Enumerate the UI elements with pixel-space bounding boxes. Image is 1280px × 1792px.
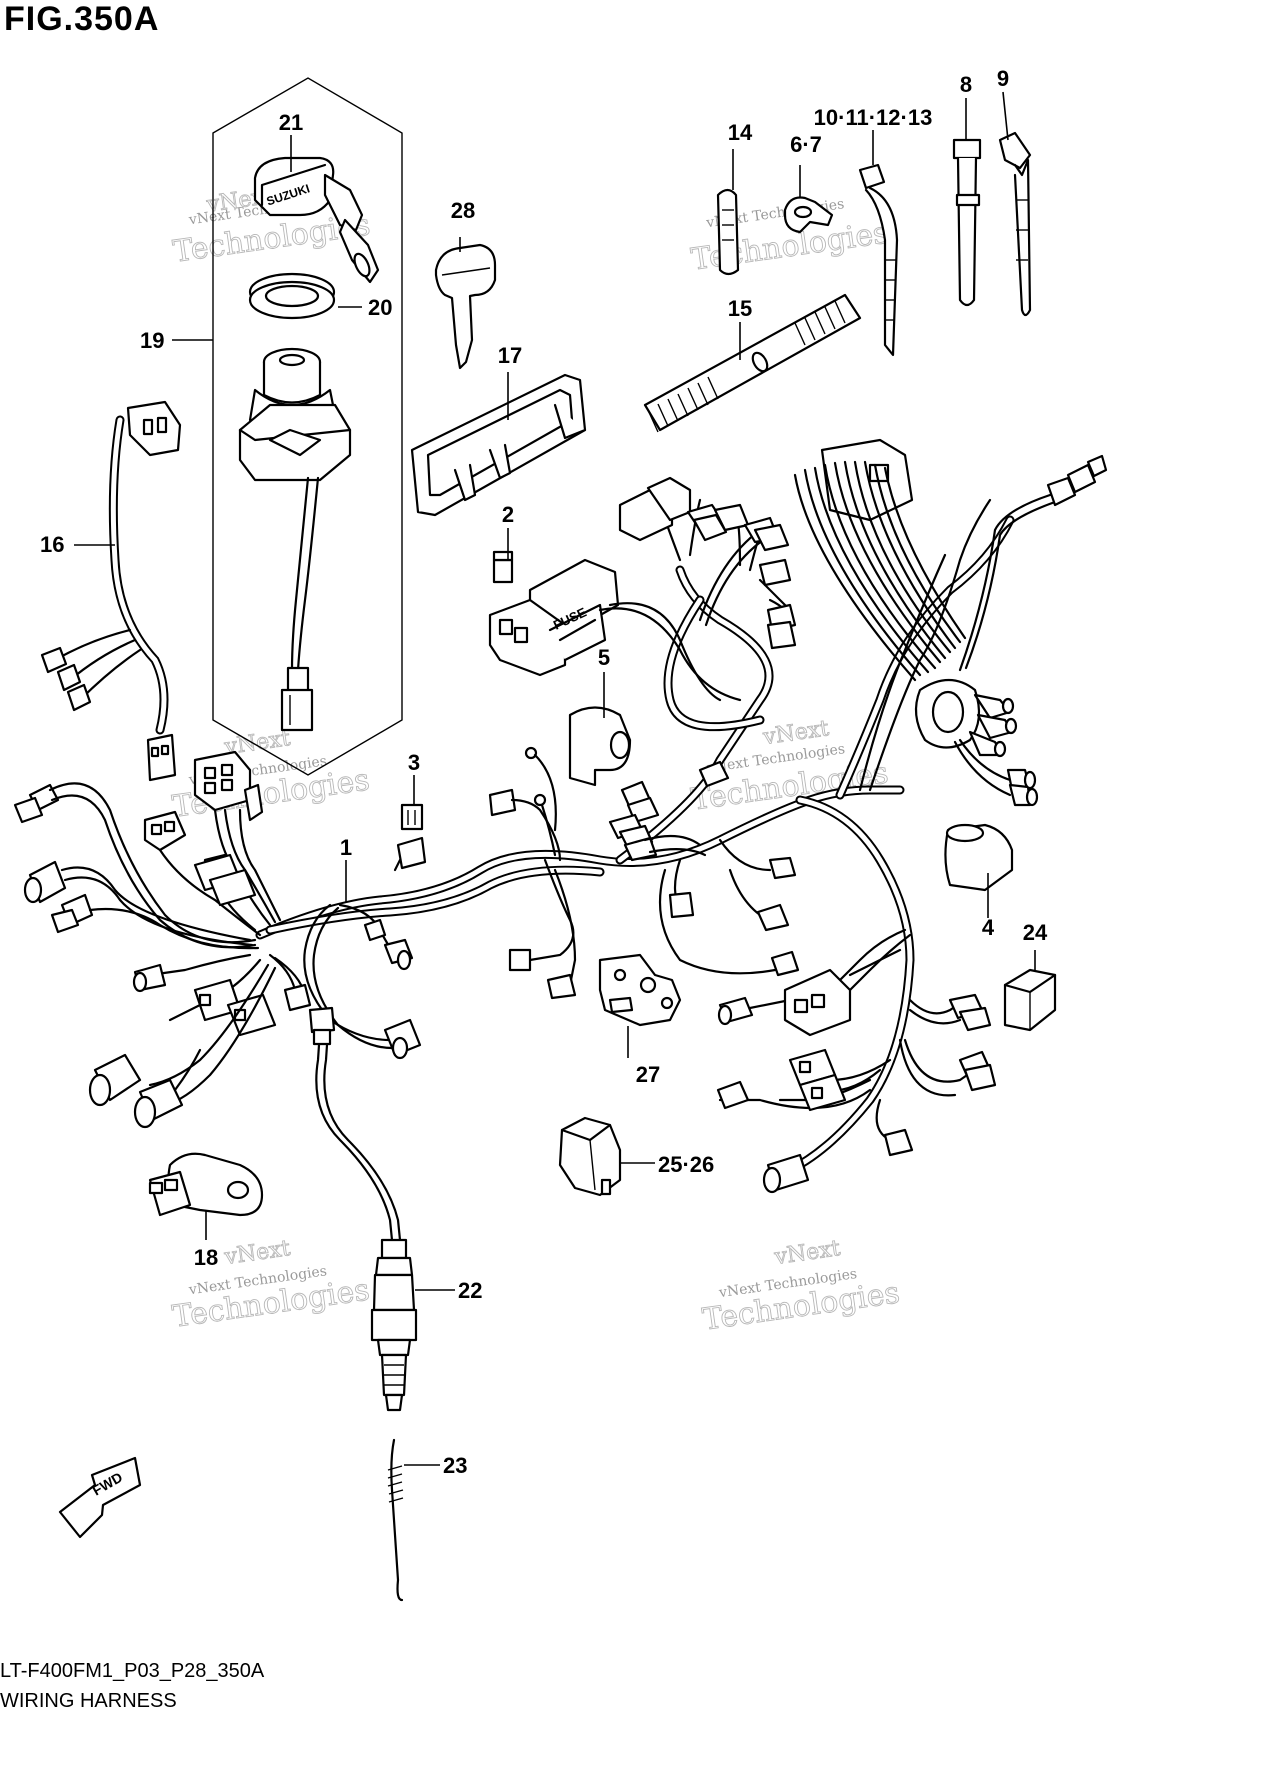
relay-25-26 [558, 1116, 622, 1197]
oxygen-sensor [370, 1238, 418, 1412]
forward-direction-arrow: FWD [58, 1456, 142, 1539]
callout-14: 14 [728, 120, 753, 145]
watermark-bottom-left: vNext Technologies Technologies vNext [170, 1236, 372, 1336]
callout-5: 5 [598, 645, 610, 670]
callout-25-26: 25·26 [658, 1152, 714, 1177]
cable-tie-9 [998, 131, 1032, 317]
main-wiring-harness [13, 438, 1108, 1242]
callout-10-13: 10·11·12·13 [814, 105, 933, 130]
harness-clamp-6-7 [783, 196, 834, 234]
callout-20: 20 [368, 295, 392, 320]
connector-cluster-top [618, 476, 797, 650]
rubber-boot-5 [568, 706, 632, 787]
callout-6-7: 6·7 [790, 132, 822, 157]
center-small-connectors [488, 746, 800, 1000]
callout-3: 3 [408, 750, 420, 775]
svg-text:vNext: vNext [772, 1236, 842, 1270]
spiral-protector-tube [643, 293, 862, 433]
callout-21: 21 [279, 110, 303, 135]
relay-24 [1003, 968, 1057, 1032]
figure-code: LT-F400FM1_P03_P28_350A [0, 1660, 265, 1682]
callout-28: 28 [451, 198, 475, 223]
part-callouts: 21 20 19 28 17 2 16 5 3 1 14 6·7 10·11·1… [40, 66, 1048, 1478]
cable-tie-8 [952, 138, 982, 307]
svg-text:vNext: vNext [222, 1236, 292, 1270]
ignition-key [434, 243, 497, 370]
right-lower-connectors [716, 968, 997, 1194]
mounting-bracket [410, 373, 587, 517]
callout-16: 16 [40, 532, 64, 557]
harness-clip-14 [716, 188, 740, 276]
callout-8: 8 [960, 72, 972, 97]
callout-9: 9 [997, 66, 1009, 91]
round-grommet-connector [914, 678, 1039, 807]
figure-title: FIG.350A [4, 0, 160, 38]
callout-1: 1 [340, 835, 352, 860]
switch-nut [248, 272, 336, 320]
sub-harness-16 [40, 400, 182, 782]
callout-15: 15 [728, 296, 752, 321]
callout-22: 22 [458, 1278, 482, 1303]
callout-2: 2 [502, 502, 514, 527]
fuse-box: FUSE [488, 558, 620, 677]
left-connector-cluster [13, 750, 312, 1129]
callout-24: 24 [1023, 920, 1048, 945]
spring-wire-23 [387, 1438, 404, 1602]
spiral-coils [647, 300, 846, 433]
multi-pin-connector [793, 438, 967, 682]
callout-19: 19 [140, 328, 164, 353]
mounting-plate-27 [598, 953, 682, 1027]
figure-name: WIRING HARNESS [0, 1690, 177, 1712]
callout-4: 4 [982, 915, 995, 940]
watermark-bottom-right: vNext Technologies Technologies vNext [700, 1236, 902, 1338]
fuse [492, 550, 514, 584]
leader-lines [74, 91, 1036, 1466]
sensor-switch-18 [148, 1152, 264, 1217]
ignition-switch-cover: SUZUKI [253, 156, 380, 284]
callout-17: 17 [498, 343, 522, 368]
rubber-boot-4 [944, 823, 1014, 892]
cable-tie-10-13 [858, 163, 899, 357]
ignition-switch-group-frame [212, 77, 403, 776]
callout-18: 18 [194, 1245, 218, 1270]
callout-27: 27 [636, 1062, 660, 1087]
callout-23: 23 [443, 1453, 467, 1478]
ignition-switch-body [238, 347, 352, 732]
connector-3 [400, 803, 424, 831]
